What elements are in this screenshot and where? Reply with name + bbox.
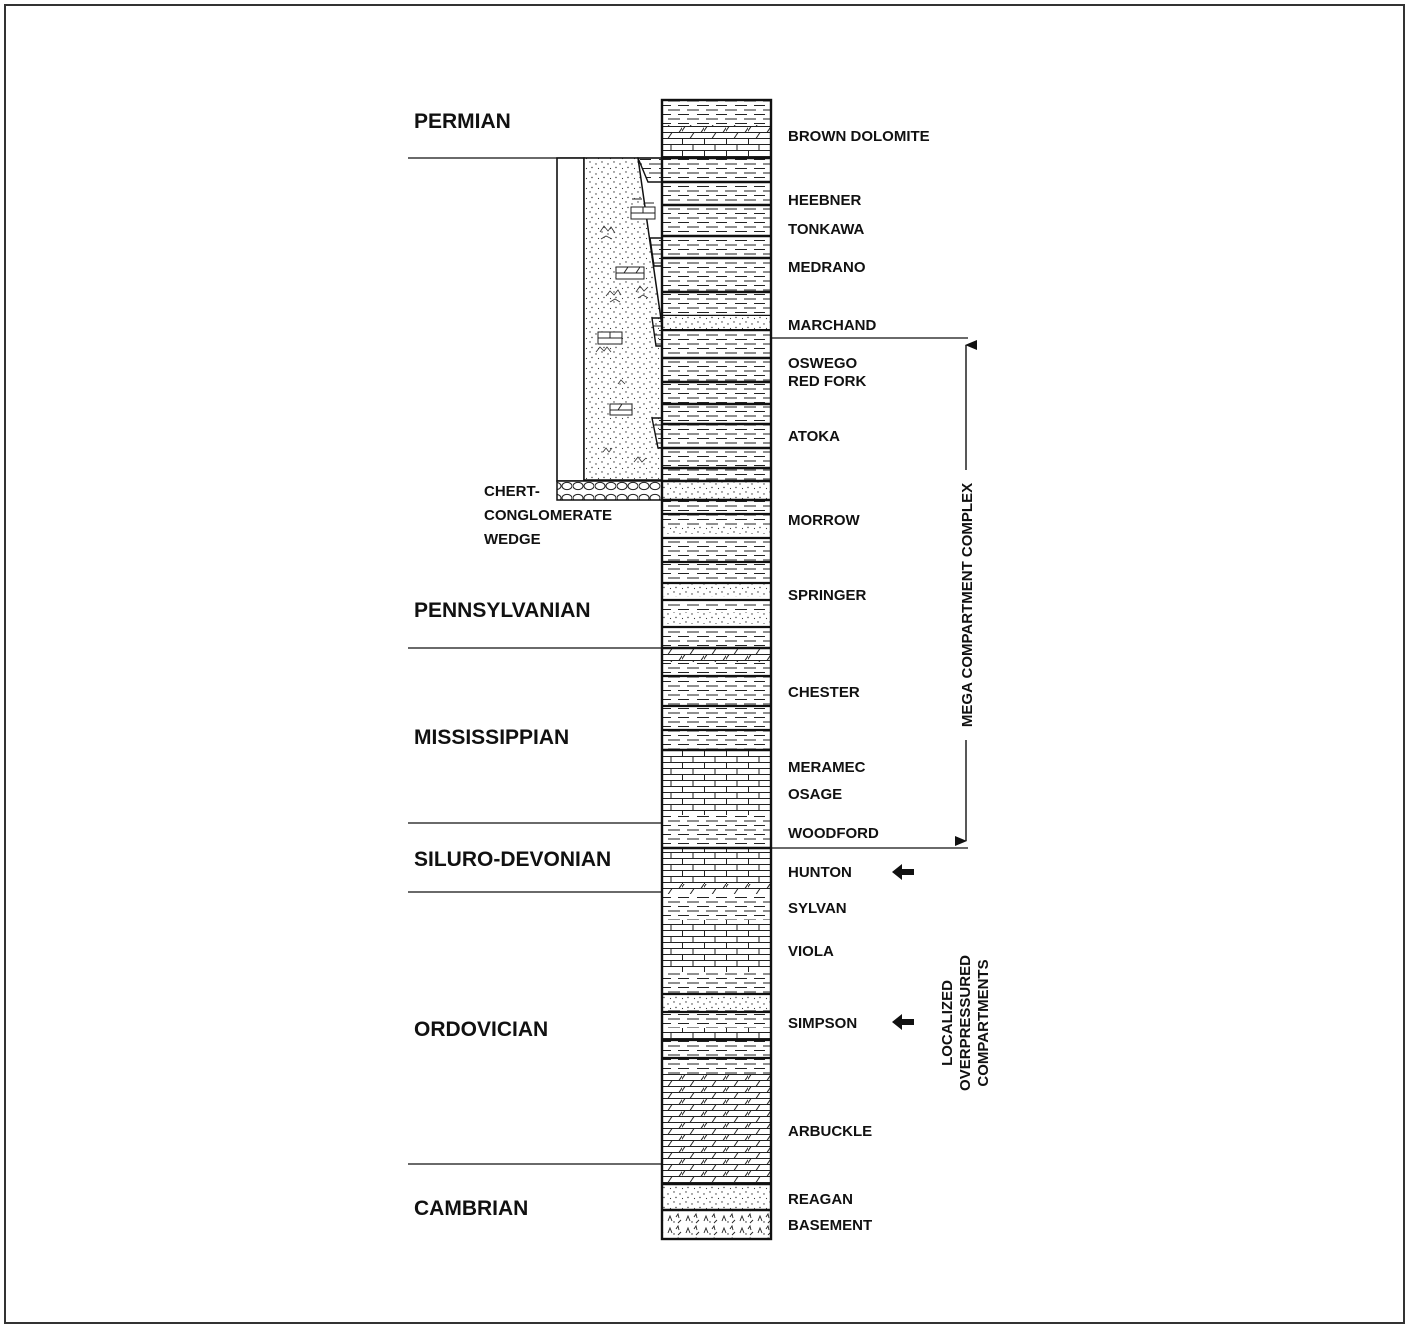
layer-granite-basement: [662, 1210, 771, 1239]
formation-hunton: HUNTON: [788, 864, 852, 881]
layer-shale: [662, 100, 771, 125]
formation-osage: OSAGE: [788, 786, 842, 803]
layer-limestone: [662, 139, 771, 158]
wedge-label: CHERT- CONGLOMERATE WEDGE: [484, 483, 612, 548]
layer-chester-shale: [662, 662, 771, 750]
wedge-notches: [636, 157, 663, 449]
period-permian: PERMIAN: [414, 110, 511, 133]
arrow-left-icon: [892, 864, 914, 880]
unconformity-tube: [556, 157, 585, 482]
layer-hunton-dolomite: [662, 884, 771, 894]
layer-reagan-sandstone: [662, 1184, 771, 1210]
formation-woodford: WOODFORD: [788, 825, 879, 842]
formation-springer: SPRINGER: [788, 587, 867, 604]
layer-dolomite: [662, 125, 771, 139]
formation-marchand: MARCHAND: [788, 317, 876, 334]
layer-viola-limestone: [662, 920, 771, 972]
formation-reagan: REAGAN: [788, 1191, 853, 1208]
arrow-left-icon: [892, 1014, 914, 1030]
formation-morrow: MORROW: [788, 512, 860, 529]
wedge-label-line: CHERT-: [484, 483, 540, 500]
formation-red-fork: RED FORK: [788, 373, 867, 390]
formation-arbuckle: ARBUCKLE: [788, 1123, 872, 1140]
formation-brown-dolomite: BROWN DOLOMITE: [788, 128, 930, 145]
mega-compartment-label: MEGA COMPARTMENT COMPLEX: [959, 483, 976, 727]
localized-label-line: OVERPRESSURED: [957, 955, 974, 1091]
period-labels: PERMIAN PENNSYLVANIAN MISSISSIPPIAN SILU…: [414, 110, 611, 1220]
formation-oswego: OSWEGO: [788, 355, 858, 372]
period-pennsylvanian: PENNSYLVANIAN: [414, 599, 591, 622]
layer-woodford-shale: [662, 815, 771, 848]
layer-dolomite: [662, 648, 771, 662]
layer-sylvan-shale: [662, 894, 771, 920]
period-silurodevonian: SILURO-DEVONIAN: [414, 848, 611, 871]
layer-arbuckle-dolomite: [662, 1074, 771, 1184]
period-mississippian: MISSISSIPPIAN: [414, 726, 569, 749]
wedge-label-line: WEDGE: [484, 531, 541, 548]
layer-morrow-springer: [662, 500, 771, 648]
formation-heebner: HEEBNER: [788, 192, 862, 209]
layer-meramec-osage-limestone: [662, 750, 771, 815]
localized-label: LOCALIZED OVERPRESSURED COMPARTMENTS: [939, 955, 992, 1091]
period-cambrian: CAMBRIAN: [414, 1197, 528, 1220]
mega-compartment-bracket: MEGA COMPARTMENT COMPLEX: [771, 337, 977, 849]
formation-basement: BASEMENT: [788, 1217, 872, 1234]
localized-label-line: LOCALIZED: [939, 980, 956, 1066]
formation-chester: CHESTER: [788, 684, 860, 701]
layer-shale-limestone-interbeds: [662, 158, 771, 500]
stratigraphic-column: [660, 98, 773, 1241]
layer-hunton-limestone: [662, 848, 771, 884]
formation-simpson: SIMPSON: [788, 1015, 857, 1032]
localized-arrows: [892, 864, 914, 1030]
formation-atoka: ATOKA: [788, 428, 840, 445]
formation-medrano: MEDRANO: [788, 259, 866, 276]
formation-meramec: MERAMEC: [788, 759, 866, 776]
period-ordovician: ORDOVICIAN: [414, 1018, 548, 1041]
wedge-label-line: CONGLOMERATE: [484, 507, 612, 524]
localized-label-line: COMPARTMENTS: [975, 959, 992, 1086]
formation-sylvan: SYLVAN: [788, 900, 847, 917]
formation-labels: BROWN DOLOMITE HEEBNER TONKAWA MEDRANO M…: [788, 128, 930, 1234]
formation-tonkawa: TONKAWA: [788, 221, 865, 238]
formation-viola: VIOLA: [788, 943, 834, 960]
layer-simpson: [662, 972, 771, 1074]
